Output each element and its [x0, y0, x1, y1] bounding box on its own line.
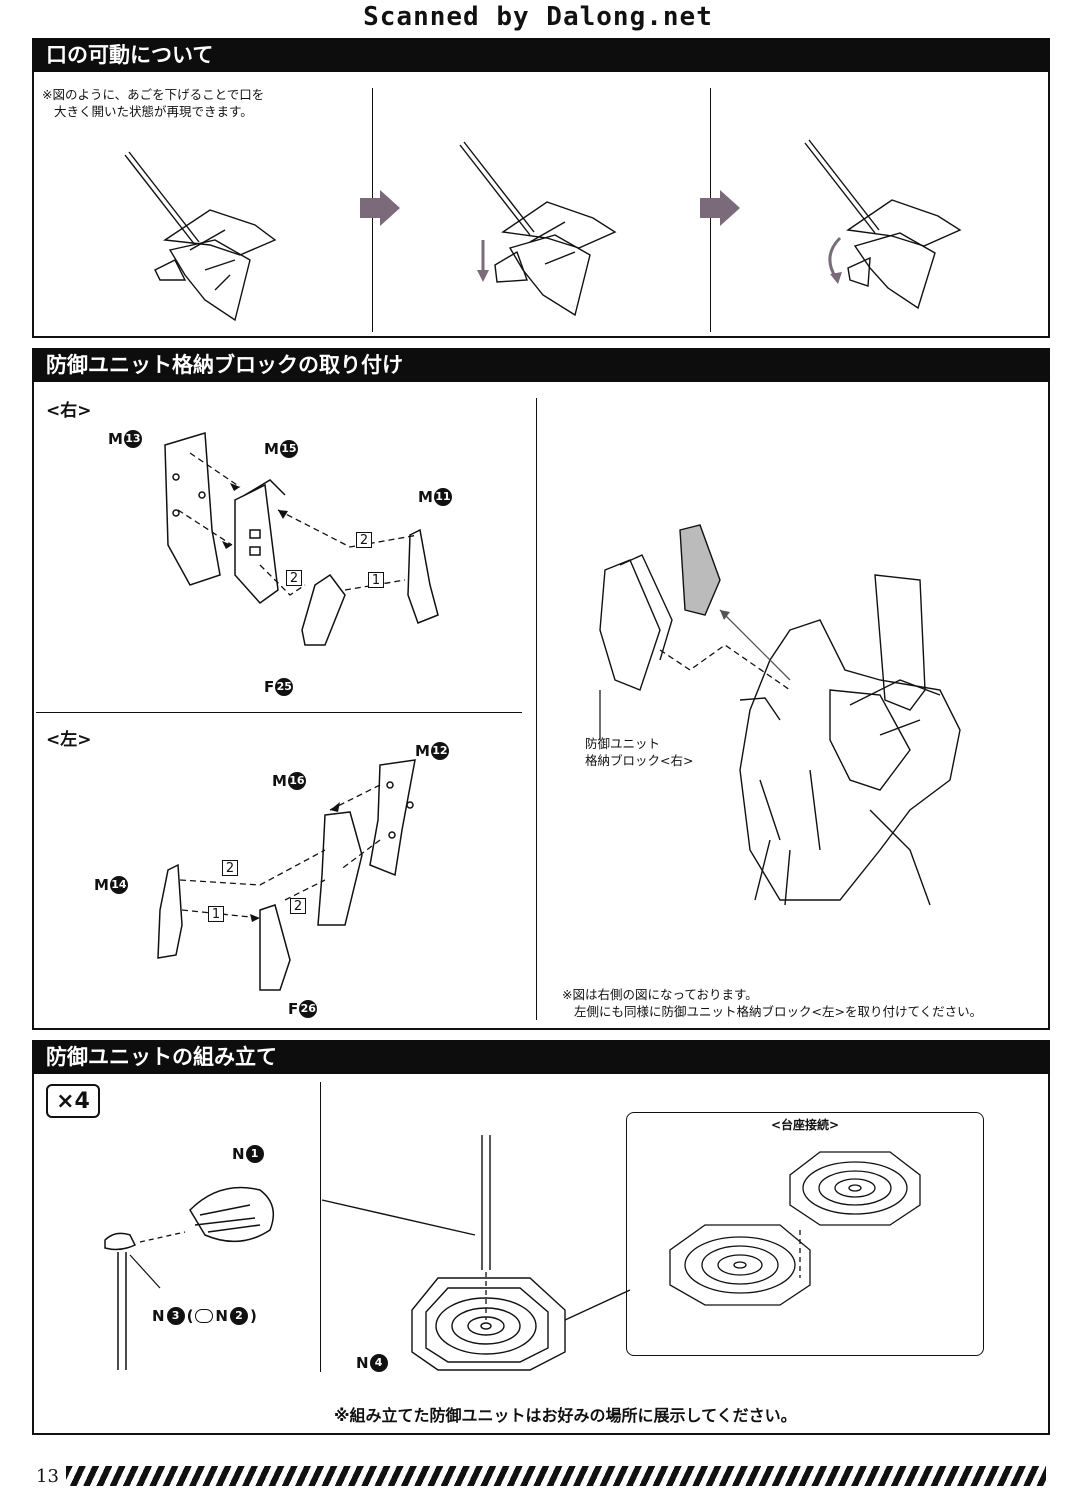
step-right-lower: 1 — [368, 572, 384, 588]
sequence-arrow-1 — [360, 190, 400, 226]
page-number: 13 — [36, 1466, 59, 1487]
block-horizontal-divider — [36, 712, 522, 713]
base-connection-title: <台座接続> — [770, 1118, 840, 1132]
step-left-upper: 2 — [222, 860, 238, 876]
left-side-label: <左> — [46, 730, 92, 750]
step-right-mid: 2 — [286, 570, 302, 586]
block-bottom-note: ※図は右側の図になっております。 左側にも同様に防御ユニット格納ブロック<左>を… — [562, 987, 983, 1019]
right-side-label: <右> — [46, 401, 92, 421]
quantity-multiplier-badge: ×4 — [46, 1084, 100, 1118]
sequence-arrow-2 — [700, 190, 740, 226]
robot-attachment-figure — [599, 524, 961, 906]
unit-vertical-divider — [320, 1082, 321, 1372]
stand-base-diagram — [321, 1135, 631, 1371]
step-left-lower: 1 — [208, 906, 224, 922]
block-vertical-divider — [536, 398, 537, 1020]
defense-unit-assembly-diagram — [104, 1186, 275, 1370]
swap-direction-icon — [195, 1309, 214, 1323]
block-section-header: 防御ユニット格納ブロックの取り付け — [32, 348, 1050, 382]
base-connection-inset — [626, 1112, 984, 1356]
head-figure-closed — [124, 151, 277, 322]
base-connection-diagram — [669, 1151, 921, 1306]
right-block-assembly-diagram — [164, 432, 439, 646]
mouth-section-header: 口の可動について — [32, 38, 1050, 72]
unit-section-header: 防御ユニットの組み立て — [32, 1040, 1050, 1074]
mouth-note: ※図のように、あごを下げることで口を 大きく開いた状態が再現できます。 — [42, 87, 265, 119]
block-callout-label: 防御ユニット 格納ブロック<右> — [585, 736, 694, 768]
footer-stripe-bar — [66, 1466, 1046, 1486]
closing-display-note: ※組み立てた防御ユニットはお好みの場所に展示してください。 — [334, 1406, 797, 1425]
scan-watermark: Scanned by Dalong.net — [363, 2, 713, 32]
head-figure-lowered — [459, 141, 617, 317]
step-right-upper: 2 — [356, 532, 372, 548]
head-figure-open — [804, 139, 962, 310]
step-left-mid: 2 — [290, 898, 306, 914]
left-block-assembly-diagram — [157, 759, 416, 991]
